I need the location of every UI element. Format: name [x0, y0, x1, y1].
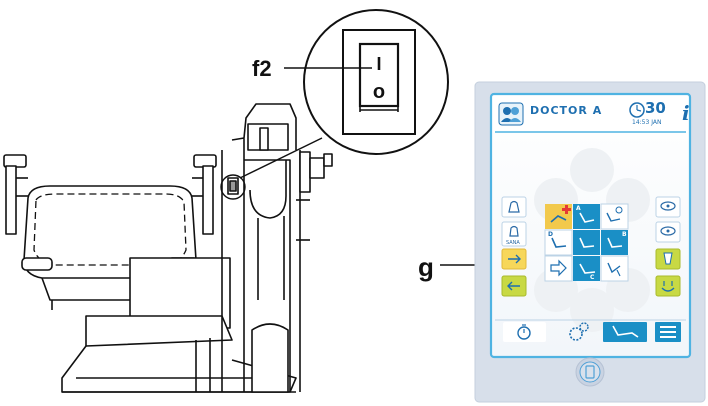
- glass-fill-button[interactable]: [655, 248, 681, 270]
- grid-letter-a: A: [576, 205, 581, 212]
- chair-position-grid: [544, 203, 629, 282]
- right-column: [655, 196, 681, 297]
- position-center-button[interactable]: [573, 230, 600, 255]
- dental-chair-drawing: [3, 103, 333, 393]
- emergency-position-button[interactable]: [545, 204, 572, 229]
- rinse-position-button[interactable]: [600, 255, 629, 282]
- doctor-name[interactable]: DOCTOR A: [530, 104, 603, 117]
- right-button-1[interactable]: [655, 196, 681, 218]
- next-arrow-button[interactable]: [544, 255, 573, 282]
- grid-letter-b: B: [622, 231, 627, 238]
- bowl-rinse-button[interactable]: [655, 275, 681, 297]
- g-label: g: [418, 252, 434, 282]
- tablet: [474, 81, 706, 403]
- instrument-button-2[interactable]: [501, 275, 527, 297]
- switch-on-label: I: [376, 54, 381, 74]
- grid-letter-d: D: [548, 231, 553, 238]
- f2-label: f2: [252, 56, 272, 81]
- user-icon[interactable]: [498, 102, 524, 126]
- gears-icon[interactable]: [569, 322, 589, 341]
- left-armrest: [3, 154, 28, 235]
- main-switch-small: [220, 174, 246, 200]
- memory-button[interactable]: [600, 203, 629, 230]
- callout-line: [239, 137, 323, 179]
- date-day: 30: [645, 99, 666, 117]
- clock-icon: [629, 102, 645, 118]
- side-unit: [221, 103, 333, 393]
- right-armrest: [192, 154, 217, 235]
- seat-cushion: [21, 185, 199, 310]
- menu-icon[interactable]: [655, 322, 681, 342]
- bottom-bar: [495, 319, 686, 342]
- time-month: 14:53 JAN: [632, 119, 662, 126]
- instrument-button-1[interactable]: [501, 248, 527, 270]
- switch-rocker: [358, 42, 400, 108]
- grid-letter-c: C: [590, 274, 595, 281]
- sana-button[interactable]: [501, 221, 527, 247]
- switch-magnifier: I o: [239, 9, 449, 179]
- screen-header: [493, 96, 688, 132]
- position-a-button[interactable]: [573, 204, 600, 229]
- switch-off-label: o: [373, 81, 385, 103]
- home-button-icon[interactable]: [575, 357, 605, 387]
- position-b-button[interactable]: [601, 230, 628, 255]
- position-d-button[interactable]: [544, 229, 573, 256]
- right-button-2[interactable]: [655, 221, 681, 243]
- left-column: [501, 196, 527, 297]
- position-c-button[interactable]: [573, 256, 600, 281]
- stopwatch-icon[interactable]: [503, 322, 546, 342]
- info-icon[interactable]: i: [682, 101, 690, 125]
- dental-chair-icon[interactable]: [603, 322, 647, 342]
- sana-label: SANA: [506, 240, 520, 246]
- cup-button[interactable]: [501, 196, 527, 218]
